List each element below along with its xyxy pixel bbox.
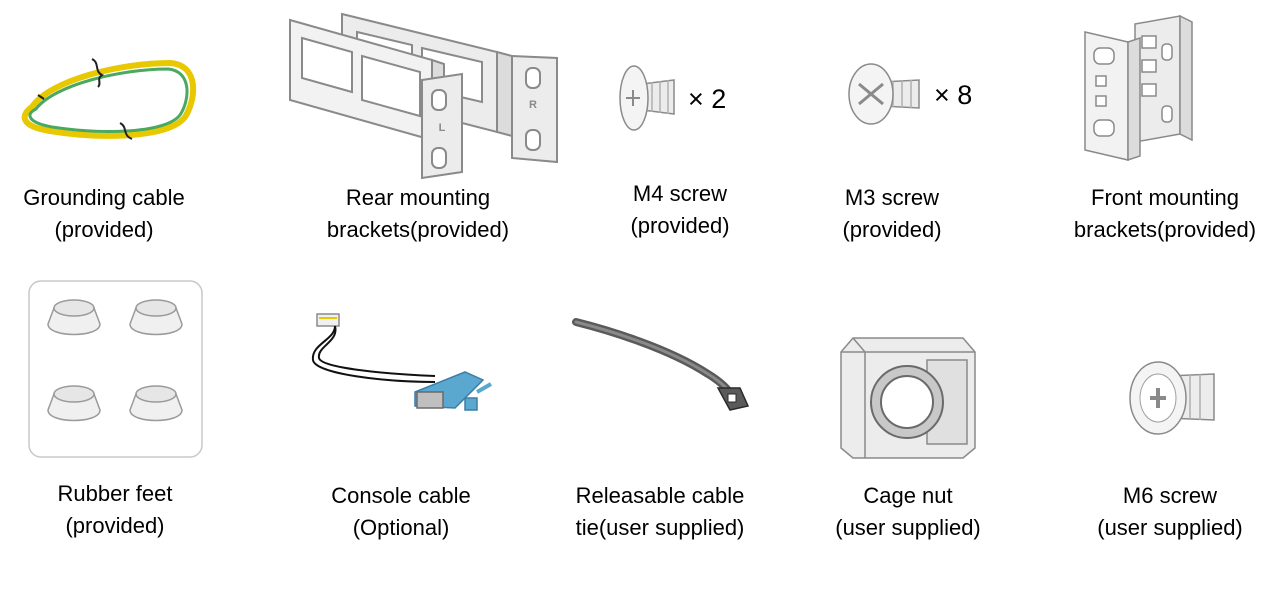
caption-line-1: Front mounting [1091,185,1239,210]
cage-nut-icon [840,337,976,459]
bracket-mark-left: L [439,122,446,134]
caption-line-2: (user supplied) [1097,515,1243,540]
console-cable-icon [311,313,492,411]
m6-screw-icon [1129,361,1215,435]
rear-mounting-brackets-icon: L R [289,12,558,180]
releasable-cable-tie-icon [572,318,750,411]
grounding-cable-icon [21,58,197,140]
item-caption: Releasable cable tie(user supplied) [576,480,745,544]
item-caption: M6 screw (user supplied) [1097,480,1243,544]
caption-line-1: Rear mounting [345,185,491,210]
rubber-feet-icon [28,280,203,458]
caption-line-1: Rubber feet [57,481,173,506]
item-caption: Front mounting brackets(provided) [1074,182,1256,246]
item-caption: Rubber feet (provided) [58,478,173,542]
caption-line-1: Console cable [331,483,471,508]
caption-line-2: (user supplied) [835,515,981,540]
caption-line-2: (Optional) [352,515,450,540]
quantity-label: × 8 [934,80,973,110]
front-mounting-brackets-icon [1084,14,1193,162]
caption-line-2: (provided) [54,217,154,242]
item-caption: Cage nut (user supplied) [835,480,981,544]
caption-line-1: M4 screw [632,181,728,206]
caption-line-2: brackets(provided) [326,217,510,242]
caption-line-1: Grounding cable [23,185,185,210]
item-caption: M4 screw (provided) [630,178,729,242]
bracket-mark-right: R [529,99,537,111]
caption-line-2: (provided) [65,513,165,538]
m3-screw-icon [848,63,920,125]
caption-line-1: Releasable cable [575,483,745,508]
caption-line-1: Cage nut [863,483,953,508]
caption-line-2: (provided) [630,213,730,238]
caption-line-1: M3 screw [844,185,940,210]
item-caption: Console cable (Optional) [331,480,470,544]
m4-screw-icon [619,65,675,131]
caption-line-1: M6 screw [1122,483,1218,508]
item-caption: M3 screw (provided) [842,182,941,246]
caption-line-2: tie(user supplied) [575,515,745,540]
caption-line-2: brackets(provided) [1073,217,1257,242]
item-caption: Rear mounting brackets(provided) [327,182,509,246]
caption-line-2: (provided) [842,217,942,242]
item-caption: Grounding cable (provided) [23,182,184,246]
quantity-label: × 2 [688,84,727,114]
